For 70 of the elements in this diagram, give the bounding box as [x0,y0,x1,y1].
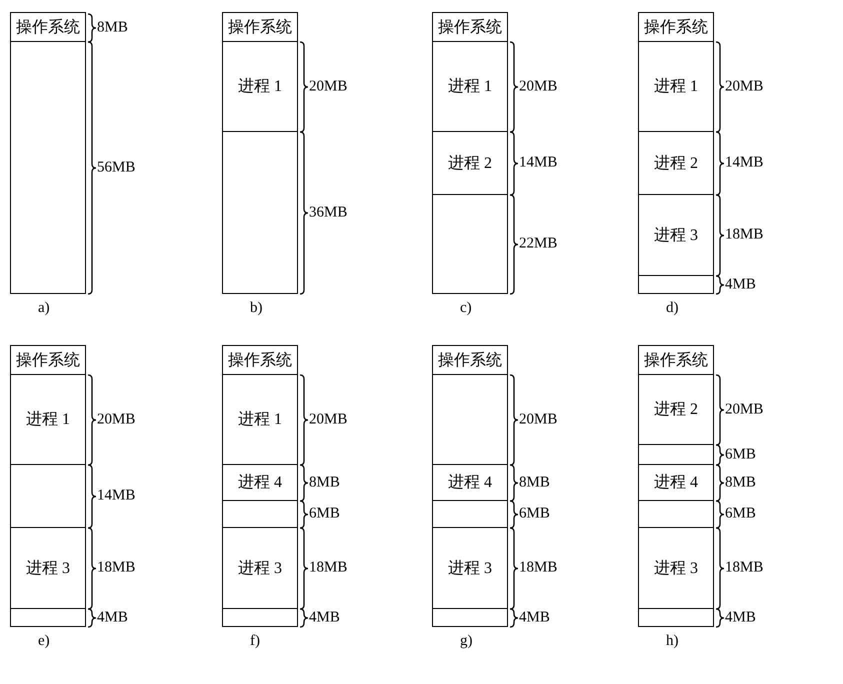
panel-label: a) [38,300,50,317]
size-label: 6MB [309,506,340,522]
size-label: 18MB [725,226,764,244]
size-label: 4MB [519,609,550,626]
process-label: 进程 3 [448,558,492,578]
memory-column [222,345,298,627]
size-label: 56MB [97,159,136,176]
size-label: 22MB [519,236,558,252]
size-label: 20MB [519,411,558,428]
memory-column [222,12,298,294]
panel-label: e) [38,633,50,650]
os-label: 操作系统 [644,18,708,38]
size-label: 20MB [309,411,348,428]
os-label: 操作系统 [16,18,80,38]
size-label: 8MB [309,474,340,491]
process-label: 进程 4 [448,472,492,493]
process-label: 进程 1 [654,76,698,97]
panel-label: b) [250,300,262,317]
process-label: 进程 1 [448,76,492,97]
size-label: 6MB [519,506,550,522]
size-label: 4MB [309,609,340,626]
os-label: 操作系统 [438,350,502,370]
process-label: 进程 1 [238,410,282,430]
process-label: 进程 3 [654,226,698,246]
size-label: 4MB [97,609,128,626]
os-label: 操作系统 [644,350,708,370]
process-label: 进程 2 [448,154,492,174]
memory-column [638,345,714,627]
size-label: 20MB [97,411,136,428]
size-label: 6MB [725,446,756,463]
os-label: 操作系统 [228,350,292,370]
size-label: 8MB [725,474,756,491]
memory-column [432,12,508,294]
panel-label: c) [460,300,472,317]
size-label: 8MB [97,19,128,36]
size-label: 18MB [519,560,558,576]
size-label: 4MB [725,276,756,293]
os-label: 操作系统 [438,18,502,38]
size-label: 20MB [725,78,764,95]
process-label: 进程 1 [238,76,282,97]
memory-column [10,345,86,627]
process-label: 进程 2 [654,400,698,420]
process-label: 进程 1 [26,410,70,430]
memory-column [638,12,714,294]
process-label: 进程 3 [654,558,698,578]
size-label: 6MB [725,506,756,522]
size-label: 14MB [519,154,558,172]
size-label: 20MB [519,78,558,95]
process-label: 进程 3 [238,558,282,578]
size-label: 20MB [309,78,348,95]
size-label: 18MB [97,560,136,576]
size-label: 8MB [519,474,550,491]
os-label: 操作系统 [16,350,80,370]
size-label: 14MB [97,488,136,504]
panel-label: d) [666,300,678,317]
process-label: 进程 4 [238,472,282,493]
os-label: 操作系统 [228,18,292,38]
panel-label: g) [460,633,472,650]
memory-column [432,345,508,627]
panel-label: f) [250,633,260,650]
size-label: 20MB [725,401,764,418]
process-label: 进程 2 [654,154,698,174]
size-label: 4MB [725,609,756,626]
size-label: 36MB [309,204,348,221]
size-label: 18MB [309,560,348,576]
size-label: 14MB [725,154,764,172]
process-label: 进程 4 [654,472,698,493]
size-label: 18MB [725,560,764,576]
process-label: 进程 3 [26,558,70,578]
panel-label: h) [666,633,678,650]
